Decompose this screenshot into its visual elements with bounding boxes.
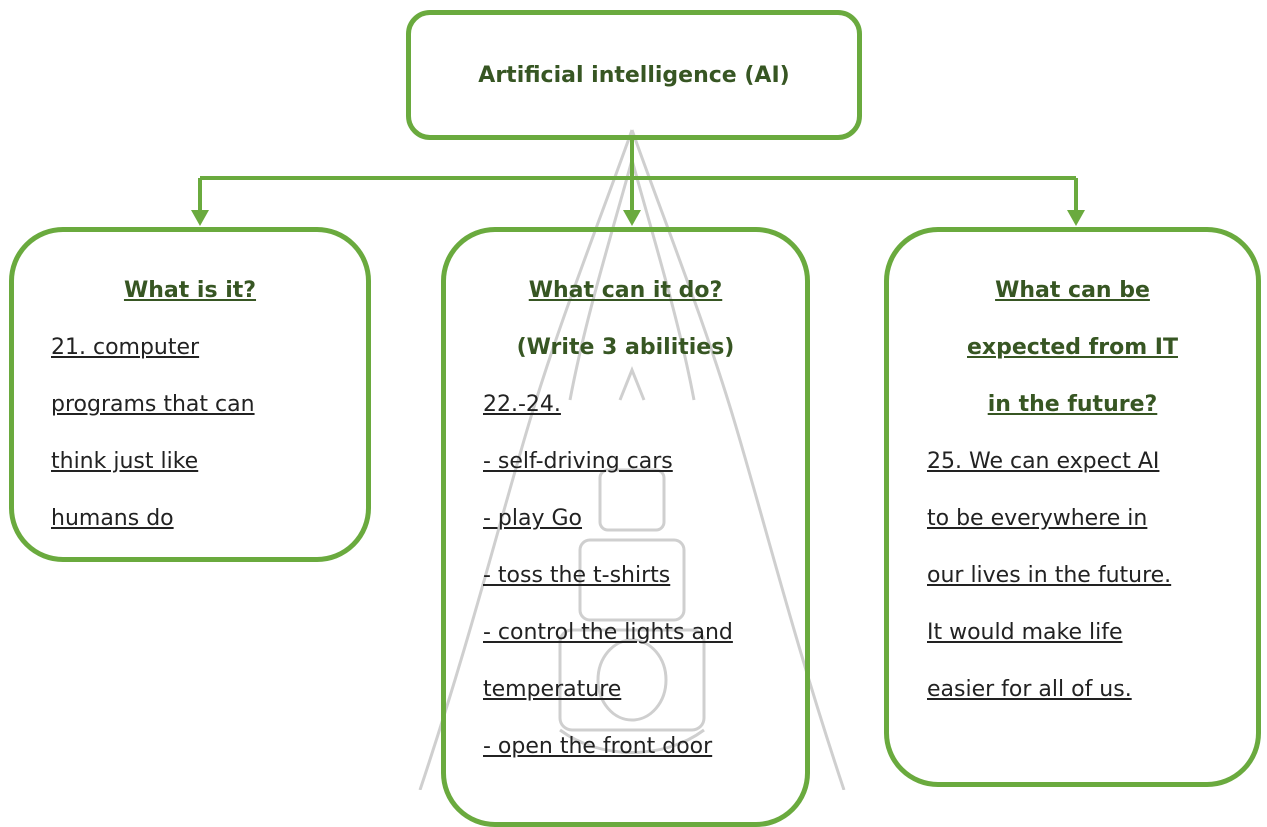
future-heading-line: What can be bbox=[995, 278, 1150, 303]
ability-line: 22.-24. bbox=[483, 392, 561, 417]
future-line: It would make life bbox=[927, 620, 1123, 645]
future-line: 25. We can expect AI bbox=[927, 449, 1160, 474]
connector-lines bbox=[191, 140, 1085, 226]
future-heading-line: in the future? bbox=[987, 392, 1158, 417]
future-line: to be everywhere in bbox=[927, 506, 1148, 531]
what-can-it-do-subheading: (Write 3 abilities) bbox=[516, 335, 735, 360]
ability-line: - self-driving cars bbox=[483, 449, 673, 474]
future-line: our lives in the future. bbox=[927, 563, 1172, 588]
ability-line: - toss the t-shirts bbox=[483, 563, 671, 588]
what-is-it-line: humans do bbox=[51, 506, 174, 531]
ability-line: - play Go bbox=[483, 506, 583, 531]
ability-line: - open the front door bbox=[483, 734, 713, 759]
arrow-head-middle bbox=[623, 210, 641, 226]
future-line: easier for all of us. bbox=[927, 677, 1132, 702]
future-expectations-box: What can be expected from IT in the futu… bbox=[884, 227, 1261, 787]
root-title: Artificial intelligence (AI) bbox=[478, 62, 790, 88]
what-is-it-heading: What is it? bbox=[123, 278, 257, 303]
what-is-it-box: What is it? 21. computer programs that c… bbox=[9, 227, 371, 562]
what-can-it-do-heading: What can it do? bbox=[528, 278, 723, 303]
what-is-it-line: programs that can bbox=[51, 392, 255, 417]
arrow-head-right bbox=[1067, 210, 1085, 226]
ability-line: temperature bbox=[483, 677, 622, 702]
future-heading-line: expected from IT bbox=[967, 335, 1178, 360]
root-box: Artificial intelligence (AI) bbox=[406, 10, 862, 140]
what-can-it-do-box: What can it do? (Write 3 abilities) 22.-… bbox=[441, 227, 810, 827]
ability-line: - control the lights and bbox=[483, 620, 733, 645]
what-is-it-line: 21. computer bbox=[51, 335, 200, 360]
arrow-head-left bbox=[191, 210, 209, 226]
what-is-it-line: think just like bbox=[51, 449, 199, 474]
